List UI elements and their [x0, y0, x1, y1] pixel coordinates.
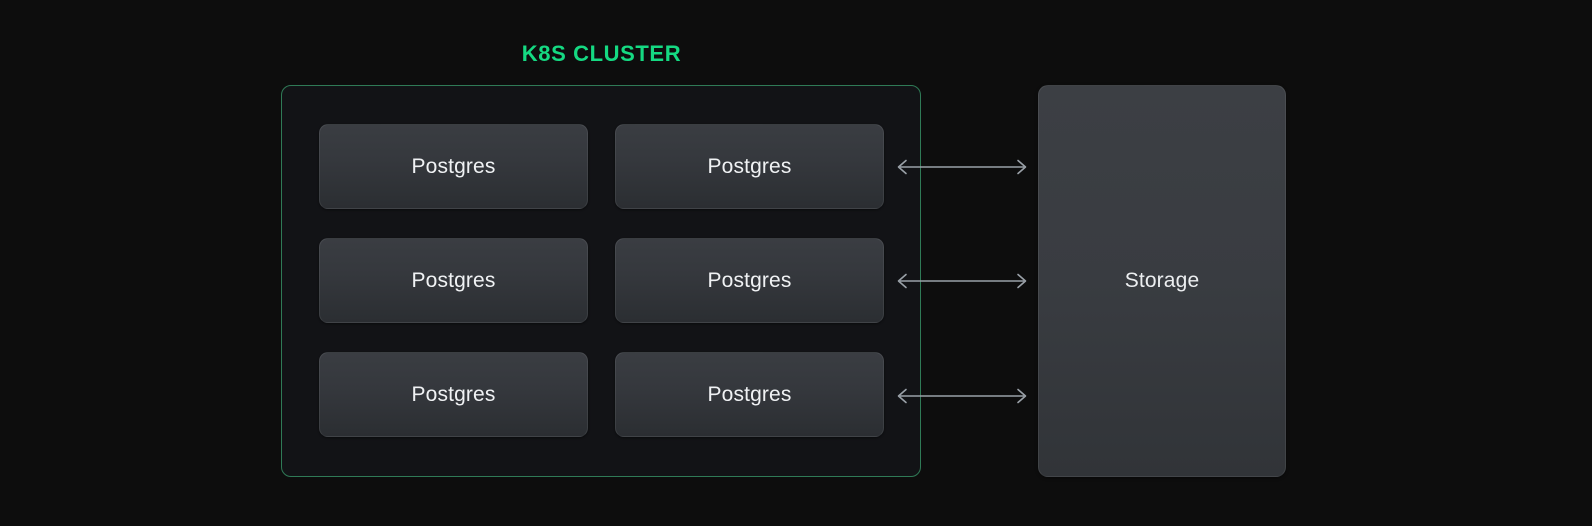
storage-node[interactable]: Storage — [1038, 85, 1286, 477]
connector-row-1 — [890, 156, 1034, 178]
postgres-pod[interactable]: Postgres — [615, 352, 884, 437]
postgres-pod-label: Postgres — [411, 268, 496, 292]
postgres-pod-label: Postgres — [411, 154, 496, 178]
postgres-pod-grid: Postgres Postgres Postgres Postgres Post… — [319, 124, 884, 438]
storage-label: Storage — [1124, 269, 1200, 292]
bidirectional-arrow-icon — [897, 273, 1027, 289]
postgres-pod-label: Postgres — [707, 382, 792, 406]
postgres-pod-label: Postgres — [411, 382, 496, 406]
postgres-pod[interactable]: Postgres — [319, 238, 588, 323]
connector-row-3 — [890, 385, 1034, 407]
postgres-pod-label: Postgres — [707, 154, 792, 178]
postgres-pod[interactable]: Postgres — [319, 124, 588, 209]
postgres-pod[interactable]: Postgres — [615, 124, 884, 209]
cluster-title: K8S CLUSTER — [521, 41, 682, 66]
postgres-pod[interactable]: Postgres — [319, 352, 588, 437]
bidirectional-arrow-icon — [897, 159, 1027, 175]
postgres-pod-label: Postgres — [707, 268, 792, 292]
bidirectional-arrow-icon — [897, 388, 1027, 404]
connector-row-2 — [890, 270, 1034, 292]
postgres-pod[interactable]: Postgres — [615, 238, 884, 323]
